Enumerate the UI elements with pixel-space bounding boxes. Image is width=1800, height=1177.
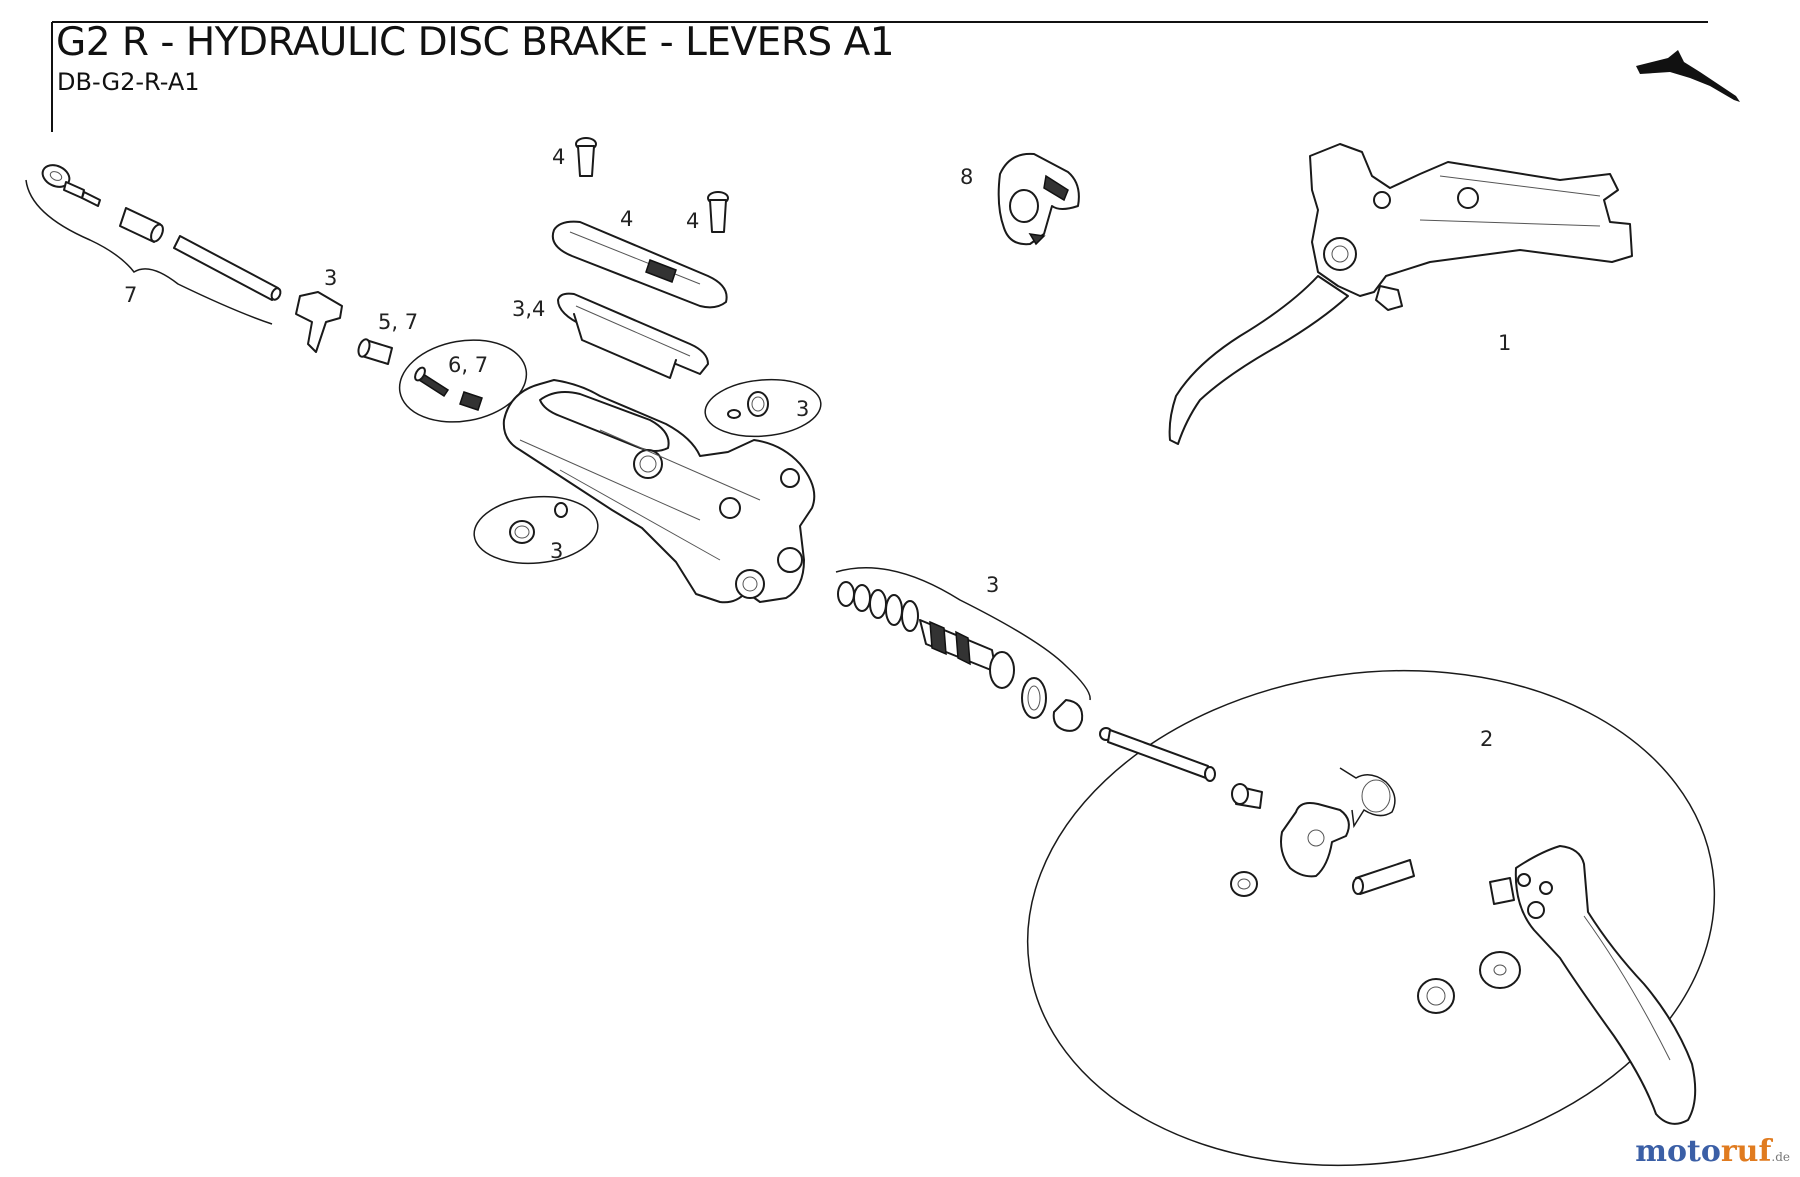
callout-cover: 4 [620,207,633,231]
callout-bleed-port-left: 3 [550,539,563,563]
reservoir-cover [551,220,728,309]
bleed-port-left-outline [473,495,599,565]
bleed-screw-outline [398,339,528,423]
cap-screw-top [575,137,597,177]
logo-tld: .de [1771,1150,1790,1164]
callout-cap-screw-right: 4 [686,209,699,233]
callout-barb: 5, 7 [378,310,418,334]
part-code: DB-G2-R-A1 [57,68,200,96]
brand-logo[interactable]: motoruf.de [1635,1134,1790,1169]
brake-lever-icon [1636,50,1740,102]
lever-assembly [1168,143,1633,445]
callout-clamp-bracket: 8 [960,165,973,189]
callout-clamp: 3 [324,266,337,290]
callout-hose: 7 [124,283,137,307]
callout-bleed-screw: 6, 7 [448,353,488,377]
lever-kit-outline [1026,669,1716,1167]
bleed-screw-part [414,366,483,411]
cap-screw-right [707,191,729,233]
callout-lever-assembly: 1 [1498,331,1511,355]
page-title: G2 R - HYDRAULIC DISC BRAKE - LEVERS A1 [56,20,895,65]
callout-lever-kit: 2 [1480,727,1493,751]
logo-part2: ruf [1720,1134,1772,1169]
lever-kit [1099,727,1697,1125]
callout-cap-screw-top: 4 [552,145,565,169]
bleed-port-left [509,502,568,544]
bleed-port-right [727,391,769,419]
barb-part [357,338,393,365]
clamp-part [295,291,343,353]
piston-kit [835,567,1091,732]
callout-bleed-port-right: 3 [796,397,809,421]
master-cylinder-body [502,379,816,604]
hose-assembly [25,164,282,325]
callout-diaphragm: 3,4 [512,297,545,321]
logo-part1: moto [1635,1134,1721,1169]
clamp-bracket [997,152,1080,246]
diaphragm-part [557,292,709,379]
bleed-port-right-outline [704,378,822,438]
callout-piston-kit: 3 [986,573,999,597]
